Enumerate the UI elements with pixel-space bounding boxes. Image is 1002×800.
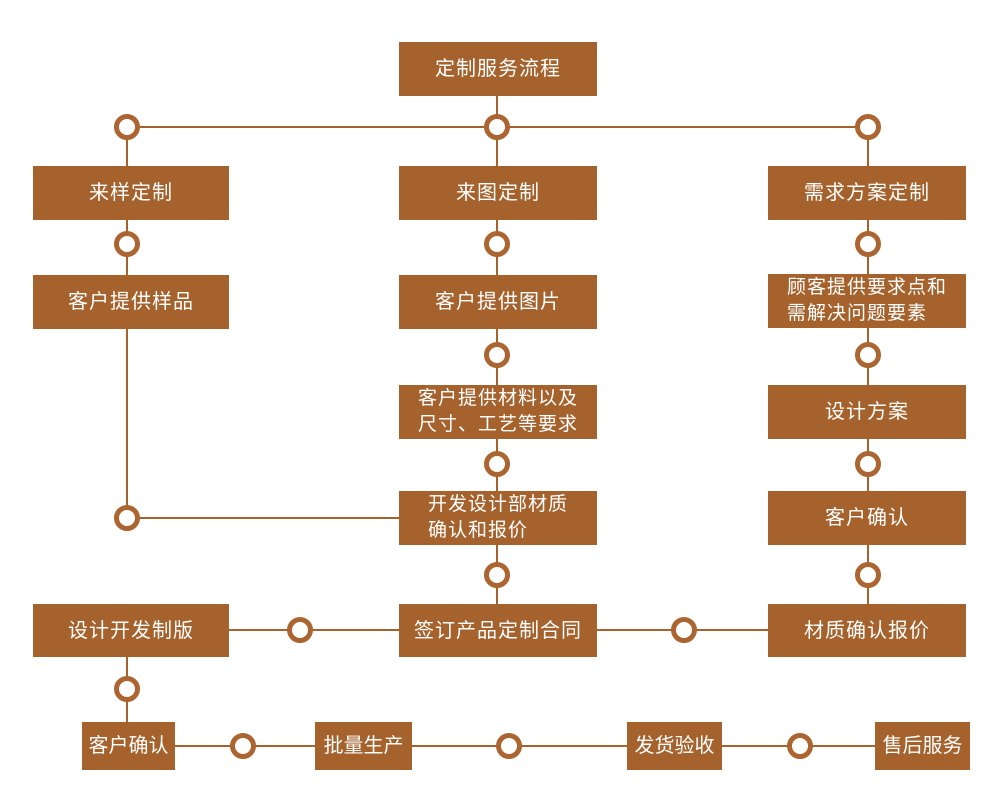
root-process-label: 定制服务流程: [435, 58, 561, 80]
design-plan-box: 设计方案: [768, 385, 966, 439]
sample-customization-label: 来样定制: [89, 182, 173, 204]
batch-production-box: 批量生产: [315, 722, 412, 770]
design-dev-platemaking-label: 设计开发制版: [68, 619, 194, 642]
connector-node: [855, 562, 881, 588]
customer-provides-image-box: 客户提供图片: [399, 275, 597, 329]
connector-node: [484, 114, 510, 140]
connector-node: [787, 733, 813, 759]
sign-contract-box: 签订产品定制合同: [399, 604, 597, 657]
material-confirm-quote-label: 材质确认报价: [804, 619, 930, 642]
sign-contract-label: 签订产品定制合同: [414, 619, 582, 642]
image-customization-box: 来图定制: [399, 166, 597, 220]
customer-confirm-right-box: 客户确认: [768, 491, 966, 545]
after-sales-box: 售后服务: [875, 722, 970, 770]
customer-materials-requirements-label: 客户提供材料以及 尺寸、工艺等要求: [417, 388, 578, 435]
connector-node: [287, 617, 313, 643]
connector-node: [855, 342, 881, 368]
connector-node: [484, 451, 510, 477]
delivery-inspection-label: 发货验收: [634, 735, 715, 757]
connector-node: [484, 342, 510, 368]
connector-node: [855, 231, 881, 257]
connector-node: [230, 733, 256, 759]
customer-provides-image-label: 客户提供图片: [435, 291, 561, 313]
customer-materials-requirements-box: 客户提供材料以及 尺寸、工艺等要求: [399, 385, 597, 439]
after-sales-label: 售后服务: [882, 735, 963, 757]
connector-node: [484, 562, 510, 588]
image-customization-label: 来图定制: [456, 182, 540, 204]
sample-customization-box: 来样定制: [33, 166, 229, 220]
demand-plan-customization-label: 需求方案定制: [804, 182, 930, 204]
connector-node: [855, 114, 881, 140]
customer-confirm-right-label: 客户确认: [825, 507, 909, 529]
connector-node: [484, 231, 510, 257]
delivery-inspection-box: 发货验收: [627, 722, 722, 770]
connector-node: [114, 676, 140, 702]
dev-dept-material-quote-box: 开发设计部材质 确认和报价: [399, 491, 597, 545]
design-plan-label: 设计方案: [825, 401, 909, 423]
batch-production-label: 批量生产: [323, 735, 404, 757]
design-dev-platemaking-box: 设计开发制版: [33, 604, 229, 657]
demand-plan-customization-box: 需求方案定制: [768, 166, 966, 220]
material-confirm-quote-box: 材质确认报价: [768, 604, 966, 657]
connector-line-left-branch-horizontal: [127, 517, 399, 519]
customer-demand-points-label: 顾客提供要求点和 需解决问题要素: [786, 277, 947, 324]
customer-provides-sample-box: 客户提供样品: [33, 275, 229, 329]
connector-line-row6-left: [229, 629, 399, 631]
dev-dept-material-quote-label: 开发设计部材质 确认和报价: [427, 494, 568, 541]
customer-confirm-bottom-label: 客户确认: [88, 735, 169, 757]
connector-node: [114, 505, 140, 531]
connector-node: [114, 231, 140, 257]
customer-confirm-bottom-box: 客户确认: [82, 722, 175, 770]
customer-demand-points-box: 顾客提供要求点和 需解决问题要素: [768, 274, 966, 328]
connector-node: [496, 733, 522, 759]
connector-node: [671, 617, 697, 643]
root-process-box: 定制服务流程: [399, 42, 597, 96]
customer-provides-sample-label: 客户提供样品: [68, 291, 194, 313]
connector-node: [114, 114, 140, 140]
connector-node: [855, 451, 881, 477]
